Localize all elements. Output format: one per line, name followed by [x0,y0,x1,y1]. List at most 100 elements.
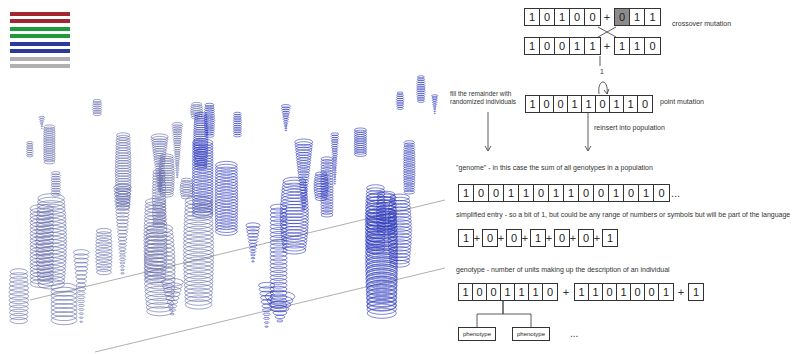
bit-string: 1 [458,229,474,247]
ring [96,256,112,262]
ring [404,157,415,161]
bit-cell: 0 [654,185,669,201]
ring [44,125,55,129]
bit-cell: 0 [594,185,609,201]
bit-cell: 1 [645,9,660,25]
ring [176,174,178,176]
ring [9,301,28,308]
ring [321,160,333,164]
ring [333,167,337,168]
ring [265,326,268,327]
ring [204,112,214,116]
column [215,161,238,235]
ring [333,174,336,176]
ring [432,99,437,101]
ring [404,150,415,154]
bit-cell: 1 [459,230,473,246]
bit-cell: 1 [589,284,603,300]
ring [76,279,87,283]
ring [41,128,42,129]
bit-cell: 0 [585,9,600,25]
bit-cell: 1 [659,284,673,300]
ring [283,116,289,118]
ring [404,148,415,152]
ring [397,92,403,94]
ring [174,154,180,156]
column [144,224,175,316]
bit-cell: 1 [529,284,543,300]
column [366,209,397,318]
ring [321,178,333,182]
ring [184,211,212,221]
ring [321,207,333,211]
ring [433,104,437,105]
bit-cell: 0 [624,185,639,201]
bit-cell: 0 [540,38,555,54]
ring [39,116,45,118]
ring [152,186,165,191]
bit-cell: 0 [638,96,652,112]
ring [334,181,336,183]
ring [404,171,415,175]
bit-cell: 1 [630,9,645,25]
ring [118,234,128,237]
ring [404,141,415,145]
ring [321,181,333,185]
ring [251,257,255,258]
column [246,223,260,262]
operator-sign: + [544,229,554,247]
ring [333,163,337,164]
bit-cell: 1 [549,185,564,201]
ring [118,237,127,240]
ring [185,200,212,209]
annotation-text: fill the remainder with randomized indiv… [450,90,522,106]
bit-cell: 1 [603,230,617,246]
ring [175,159,180,161]
bit-string: 100110110 [525,95,653,113]
column [73,250,89,323]
ring [152,189,166,194]
bit-string: 110 [614,37,661,55]
ring [321,202,333,206]
ring [185,300,212,309]
bit-cell: 0 [543,284,557,300]
phenotype-box: phenotype [458,327,496,341]
column [365,193,397,312]
ring [334,183,336,185]
ring [145,198,165,205]
bit-string: 1101001 [574,283,674,301]
bit-cell: 0 [507,230,521,246]
ring [153,175,166,179]
operator-sign: + [520,229,530,247]
ring [250,251,256,253]
ring [404,190,415,194]
ring [321,167,333,171]
ring [404,178,415,182]
ring [185,203,212,213]
ring [175,163,179,164]
ring [96,232,111,237]
ring [96,242,112,248]
ring [216,161,238,169]
ring [146,228,173,237]
bit-cell: 0 [603,284,617,300]
ring [51,316,77,325]
bit-cell: 0 [473,284,487,300]
ring [389,204,411,212]
ring [283,118,288,120]
ring [76,275,87,279]
ring [51,291,77,300]
ring [120,262,125,264]
ring [78,304,84,306]
ring [146,299,174,309]
bit-cell: 1 [459,185,474,201]
ring [73,250,89,256]
ring [120,266,125,268]
column [354,128,366,156]
bit-cell: 1 [501,284,515,300]
ring [175,161,180,163]
ring [172,127,182,130]
bit-string: 10011 [524,37,601,55]
ring [367,193,396,203]
